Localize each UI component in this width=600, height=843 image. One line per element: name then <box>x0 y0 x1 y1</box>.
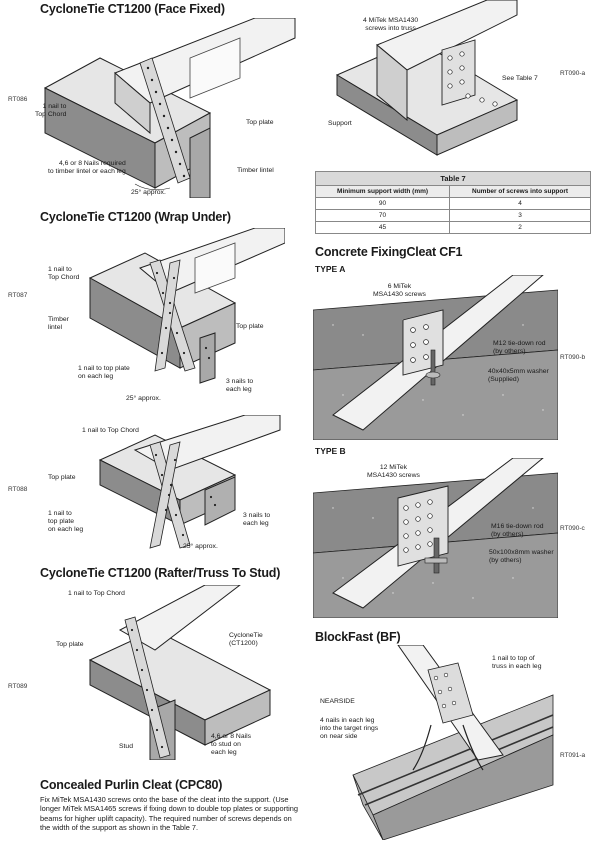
table-row: 45 2 <box>314 221 591 234</box>
table-7: Table 7 Minimum support width (mm) Numbe… <box>314 171 591 234</box>
rafter-stud-label-nail-top-chord: 1 nail to Top Chord <box>68 590 125 597</box>
concrete-title: Concrete FixingCleat CF1 <box>315 245 463 259</box>
rafter-stud-label-stud: Stud <box>119 743 133 750</box>
type-a-label-screws: 6 MiTek MSA1430 screws <box>373 283 426 298</box>
rafter-stud-ref: RT089 <box>8 683 28 690</box>
cleat-label-support: Support <box>328 120 352 127</box>
table-row: 70 3 <box>314 209 591 222</box>
type-b-ref: RT090-c <box>560 525 585 532</box>
rafter-stud-label-top-plate: Top plate <box>56 641 84 648</box>
wrap-under-illustration <box>88 228 285 384</box>
type-a-label-rod: M12 tie-down rod (by others) <box>493 340 546 355</box>
wrap-under-title: CycloneTie CT1200 (Wrap Under) <box>40 210 231 224</box>
wrap-under-label-nails-each-leg: 3 nails to each leg <box>226 378 254 393</box>
cleat-illustration <box>335 0 519 156</box>
table-7-header-width: Minimum support width (mm) <box>314 185 451 198</box>
type-a-ref: RT090-b <box>560 354 586 361</box>
type-a-heading: TYPE A <box>315 264 346 274</box>
wrap-under-b-label-top-plate: Top plate <box>48 474 76 481</box>
table-7-title: Table 7 <box>315 171 591 186</box>
wrap-under-b-label-nails-each-leg: 3 nails to each leg <box>243 512 271 527</box>
wrap-under-label-angle: 25° approx. <box>126 395 161 402</box>
wrap-under-b-illustration <box>98 415 281 549</box>
blockfast-label-nail-top: 1 nail to top of truss in each leg <box>492 655 542 670</box>
wrap-under-label-top-plate: Top plate <box>236 323 264 330</box>
type-b-label-washer: 50x100x8mm washer (by others) <box>489 549 554 564</box>
face-fixed-title: CycloneTie CT1200 (Face Fixed) <box>40 2 225 16</box>
rafter-stud-title: CycloneTie CT1200 (Rafter/Truss To Stud) <box>40 566 281 580</box>
type-b-heading: TYPE B <box>315 446 346 456</box>
face-fixed-ref: RT086 <box>8 96 28 103</box>
wrap-under-label-timber-lintel: Timber lintel <box>48 316 69 331</box>
face-fixed-label-angle: 25° approx. <box>131 189 166 196</box>
cleat-ref: RT090-a <box>560 70 586 77</box>
wrap-under-b-ref: RT088 <box>8 486 28 493</box>
face-fixed-label-nails-required: 4,6 or 8 Nails required to timber lintel… <box>48 160 126 175</box>
table-row: 90 4 <box>314 197 591 210</box>
blockfast-label-nails-leg: 4 nails in each leg into the target ring… <box>320 717 379 740</box>
wrap-under-b-label-angle: 25° approx. <box>183 543 218 550</box>
blockfast-ref: RT091-a <box>560 752 586 759</box>
purlin-title: Concealed Purlin Cleat (CPC80) <box>40 778 223 792</box>
wrap-under-label-nail-top-chord: 1 nail to Top Chord <box>48 266 80 281</box>
rafter-stud-label-nails-stud: 4,6 or 8 Nails to stud on each leg <box>211 733 252 756</box>
face-fixed-label-timber-lintel: Timber lintel <box>237 167 274 174</box>
rafter-stud-illustration <box>88 585 272 760</box>
wrap-under-b-label-nail-top-chord: 1 nail to Top Chord <box>82 427 139 434</box>
purlin-paragraph: Fix MiTek MSA1430 screws onto the base o… <box>40 795 298 833</box>
rafter-stud-label-cyclonetie: CycloneTie (CT1200) <box>229 632 263 647</box>
face-fixed-label-nail-top-chord: 1 nail to Top Chord <box>35 103 67 118</box>
cleat-label-see-table: See Table 7 <box>502 75 538 82</box>
wrap-under-ref: RT087 <box>8 292 28 299</box>
type-b-label-screws: 12 MiTek MSA1430 screws <box>367 464 420 479</box>
type-a-label-washer: 40x40x5mm washer (Supplied) <box>488 368 549 383</box>
cleat-label-screws: 4 MiTek MSA1430 screws into truss <box>363 17 419 32</box>
face-fixed-label-top-plate: Top plate <box>246 119 274 126</box>
blockfast-label-nearside: NEARSIDE <box>320 698 355 705</box>
type-b-illustration <box>313 458 558 618</box>
blockfast-title: BlockFast (BF) <box>315 630 401 644</box>
face-fixed-illustration <box>43 18 296 198</box>
wrap-under-b-label-nail-top-plate: 1 nail to top plate on each leg <box>48 510 84 533</box>
blockfast-illustration <box>352 645 554 840</box>
type-b-label-rod: M16 tie-down rod (by others) <box>491 523 544 538</box>
table-7-header-screws: Number of screws into support <box>449 185 591 198</box>
type-a-illustration <box>313 275 558 440</box>
wrap-under-label-nail-top-plate: 1 nail to top plate on each leg <box>78 365 130 380</box>
